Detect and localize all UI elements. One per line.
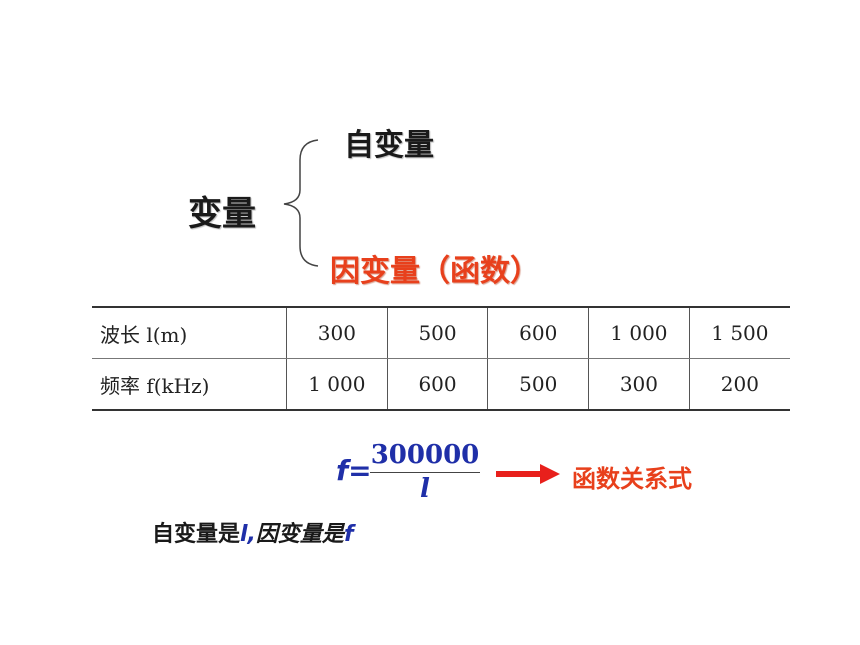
summary-indep-var: l, [240, 522, 256, 547]
function-relation-label: 函数关系式 [572, 465, 692, 493]
table-cell: 600 [487, 306, 590, 359]
right-arrow-icon [496, 464, 560, 484]
wavelength-frequency-table: 波长 l(m) 300 500 600 1 000 1 500 频率 f(kHz… [92, 306, 790, 411]
summary-text: 自变量是l,因变量是f [152, 516, 354, 548]
table-cell: 1 000 [286, 358, 388, 411]
table-cell: 1 500 [689, 306, 790, 359]
dependent-variable-label: 因变量（函数） [330, 254, 540, 289]
formula-denominator: l [420, 474, 430, 504]
table-cell: 1 000 [588, 306, 690, 359]
table-cell: 500 [487, 358, 590, 411]
table-cell: 600 [387, 358, 489, 411]
summary-part1: 自变量是 [152, 522, 241, 547]
table-cell: 300 [286, 306, 388, 359]
table-cell: 500 [387, 306, 489, 359]
table-row: 波长 l(m) 300 500 600 1 000 1 500 [92, 306, 790, 359]
summary-part2: 因变量是 [255, 522, 344, 547]
row-header: 波长 l(m) [92, 306, 287, 359]
summary-dep-var: f [343, 522, 354, 547]
row-header: 频率 f(kHz) [92, 358, 287, 411]
table-cell: 300 [588, 358, 690, 411]
curly-brace [283, 139, 319, 267]
fraction-bar [370, 472, 480, 473]
independent-variable-label: 自变量 [344, 128, 434, 163]
formula-lhs: f= [336, 454, 372, 487]
variable-label: 变量 [188, 194, 256, 234]
formula-numerator: 300000 [370, 440, 480, 470]
table-row: 频率 f(kHz) 1 000 600 500 300 200 [92, 358, 790, 411]
table-cell: 200 [689, 358, 790, 411]
